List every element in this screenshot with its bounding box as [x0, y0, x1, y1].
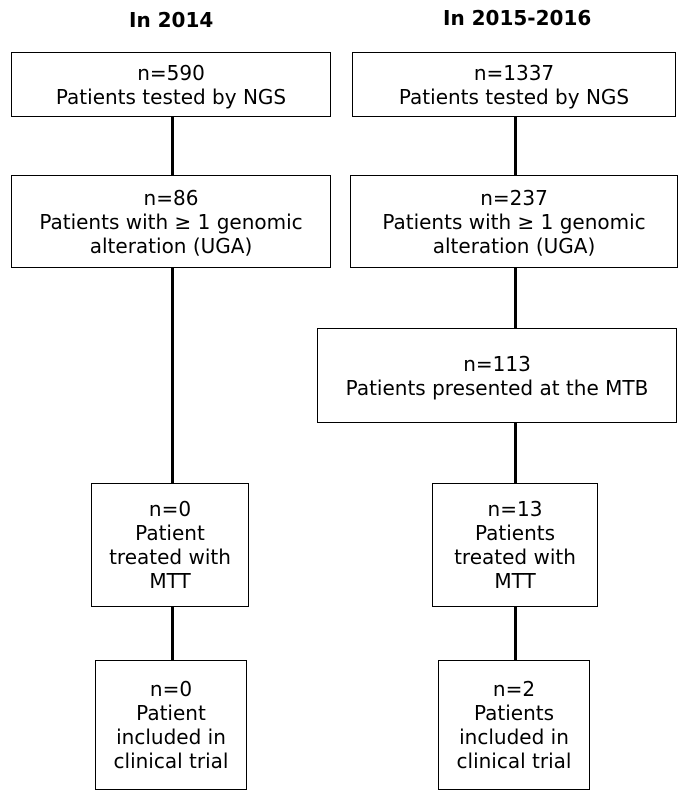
- right-connector-4: [514, 607, 517, 660]
- right-box-tested-ngs: n=1337 Patients tested by NGS: [352, 52, 676, 117]
- box-line: n=113: [463, 351, 531, 376]
- left-box-treated-mtt: n=0 Patient treated with MTT: [91, 483, 249, 607]
- box-line: included in: [459, 725, 569, 749]
- right-connector-3: [514, 423, 517, 483]
- right-connector-2: [514, 268, 517, 328]
- left-box-clinical-trial: n=0 Patient included in clinical trial: [95, 660, 247, 790]
- right-box-genomic-alteration: n=237 Patients with ≥ 1 genomic alterati…: [350, 175, 678, 268]
- left-column-title: In 2014: [129, 8, 214, 32]
- box-line: Patient: [135, 521, 205, 545]
- box-line: MTT: [494, 569, 536, 593]
- box-line: Patients: [474, 521, 556, 545]
- right-box-presented-mtb: n=113 Patients presented at the MTB: [317, 328, 677, 423]
- box-line: included in: [116, 725, 226, 749]
- box-line: Patients with ≥ 1 genomic: [382, 209, 646, 234]
- box-line: n=0: [148, 497, 192, 521]
- box-line: n=13: [487, 497, 543, 521]
- box-line: alteration (UGA): [432, 233, 596, 258]
- box-line: treated with: [454, 545, 576, 569]
- box-line: Patients tested by NGS: [55, 84, 287, 109]
- box-line: n=86: [143, 185, 199, 210]
- box-line: Patients tested by NGS: [398, 84, 630, 109]
- left-connector-2: [171, 268, 174, 483]
- left-connector-3: [171, 607, 174, 660]
- box-line: n=0: [149, 677, 193, 701]
- left-connector-1: [171, 117, 174, 175]
- box-line: treated with: [109, 545, 231, 569]
- box-line: clinical trial: [456, 749, 572, 773]
- box-line: n=590: [137, 60, 205, 85]
- box-line: alteration (UGA): [89, 233, 253, 258]
- left-box-genomic-alteration: n=86 Patients with ≥ 1 genomic alteratio…: [11, 175, 331, 268]
- box-line: n=237: [480, 185, 548, 210]
- right-box-treated-mtt: n=13 Patients treated with MTT: [432, 483, 598, 607]
- box-line: Patients: [473, 701, 555, 725]
- box-line: Patient: [136, 701, 206, 725]
- right-box-clinical-trial: n=2 Patients included in clinical trial: [438, 660, 590, 790]
- left-box-tested-ngs: n=590 Patients tested by NGS: [11, 52, 331, 117]
- right-connector-1: [514, 117, 517, 175]
- box-line: n=1337: [473, 60, 555, 85]
- box-line: MTT: [149, 569, 191, 593]
- right-column-title: In 2015-2016: [443, 6, 592, 30]
- box-line: Patients presented at the MTB: [345, 375, 649, 400]
- box-line: n=2: [492, 677, 536, 701]
- box-line: clinical trial: [113, 749, 229, 773]
- box-line: Patients with ≥ 1 genomic: [39, 209, 303, 234]
